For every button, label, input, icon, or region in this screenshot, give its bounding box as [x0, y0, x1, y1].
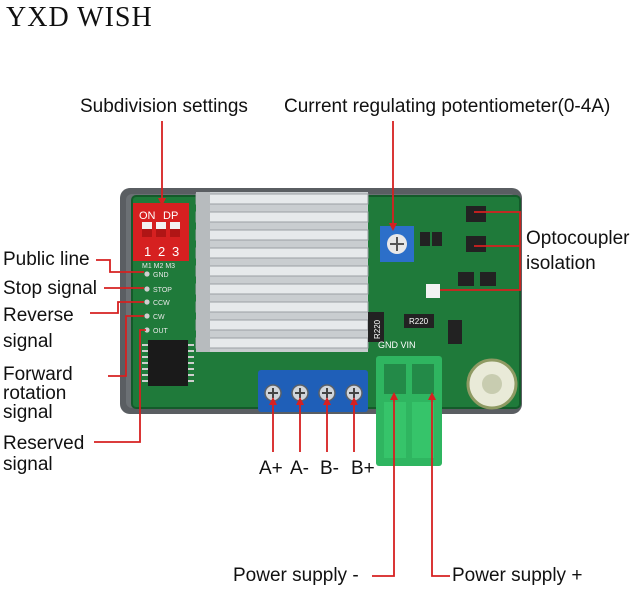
pin-m1m2m3: M1 M2 M3 — [142, 263, 175, 270]
pin-cw: CW — [153, 314, 165, 321]
label-power-supply-positive: Power supply + — [452, 565, 583, 586]
dip-num-2: 2 — [158, 244, 165, 259]
terminal-a-minus: A- — [290, 458, 309, 479]
label-optocoupler-line1: Optocoupler — [526, 228, 630, 249]
label-reverse-line2: signal — [3, 331, 53, 352]
terminal-b-minus: B- — [320, 458, 339, 479]
label-current-potentiometer: Current regulating potentiometer(0-4A) — [284, 96, 611, 117]
gnd-vin-text: GND VIN — [378, 340, 416, 350]
label-power-supply-negative: Power supply - — [233, 565, 359, 586]
label-subdivision-settings: Subdivision settings — [80, 96, 248, 117]
label-forward-line2: rotation — [3, 383, 67, 404]
label-reserved-line2: signal — [3, 454, 53, 475]
terminal-b-plus: B+ — [351, 458, 375, 479]
dip-num-3: 3 — [172, 244, 179, 259]
brand-watermark: YXD WISH — [6, 2, 153, 33]
dip-on-text: ON — [139, 210, 156, 222]
dip-dp-text: DP — [163, 210, 178, 222]
label-reserved-line1: Reserved — [3, 433, 85, 454]
pin-stop: STOP — [153, 287, 172, 294]
pin-out: OUT — [153, 328, 169, 335]
resistor-2-text: R220 — [409, 317, 429, 326]
label-forward-line3: signal — [3, 402, 53, 423]
motor-terminal-block — [258, 370, 368, 412]
label-public-line: Public line — [3, 249, 90, 270]
label-reverse-line1: Reverse — [3, 305, 74, 326]
pin-gnd: GND — [153, 272, 169, 279]
terminal-a-plus: A+ — [259, 458, 283, 479]
label-forward-line1: Forward — [3, 364, 73, 385]
label-optocoupler-line2: isolation — [526, 253, 596, 274]
dip-num-1: 1 — [144, 244, 151, 259]
label-stop-signal: Stop signal — [3, 278, 98, 299]
resistor-1-text: R220 — [373, 319, 382, 339]
pin-ccw: CCW — [153, 300, 170, 307]
driver-chip — [148, 340, 188, 386]
